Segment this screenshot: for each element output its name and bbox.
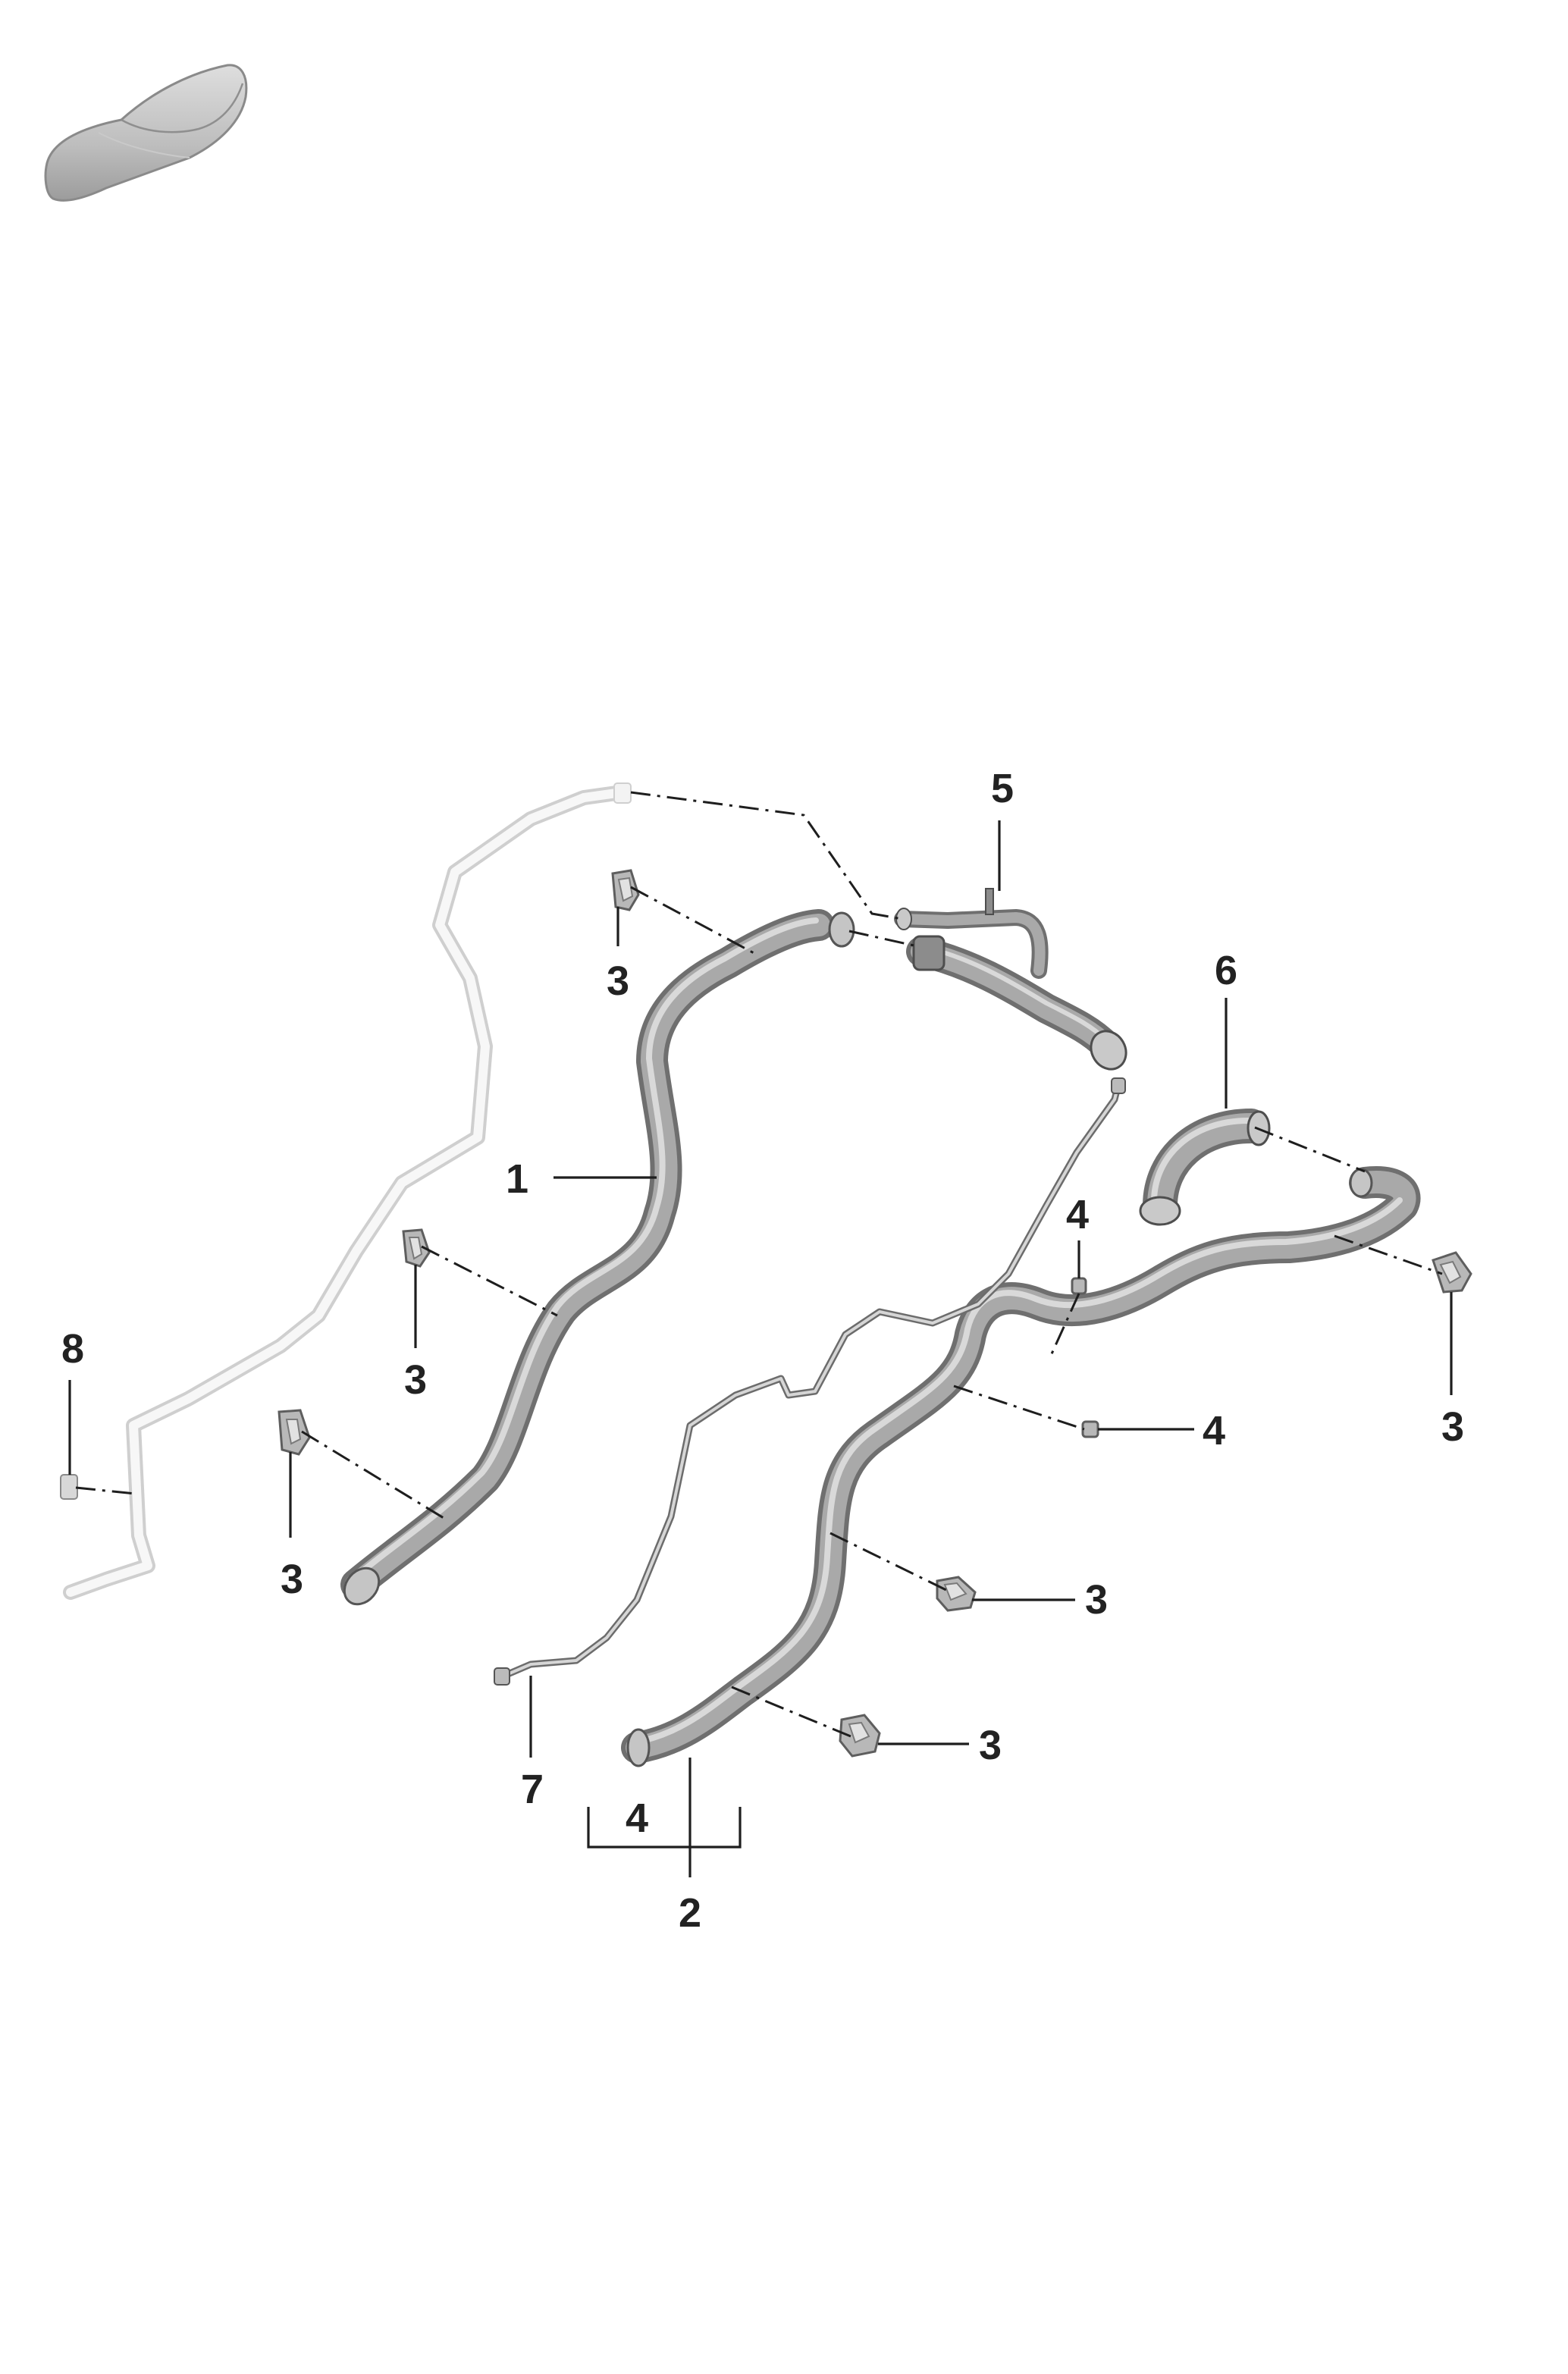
callouts: 1 5 6 3 3 3 3 3 3 4 4 7 8 4 2 [61, 766, 1464, 1936]
callout-3-bottom-right: 3 [979, 1723, 1002, 1768]
callout-3-right: 3 [1441, 1404, 1464, 1450]
callout-6: 6 [1215, 948, 1237, 993]
callout-3-mid-right: 3 [1085, 1577, 1108, 1623]
callout-3-top: 3 [607, 958, 629, 1004]
clip-3-mid-right [936, 1576, 977, 1612]
assembly-lines [75, 791, 1443, 1738]
callout-4-top: 4 [1066, 1192, 1089, 1237]
leader-lines [68, 820, 1453, 1877]
coolant-hose-5 [894, 888, 1127, 1071]
clip-3-upper-left [402, 1228, 431, 1268]
coolant-pipe-7 [494, 1077, 1126, 1686]
clip-3-bottom-right [839, 1714, 881, 1758]
callout-4-mid: 4 [1203, 1408, 1225, 1454]
clip-8 [60, 1474, 78, 1500]
coolant-hose-1 [340, 909, 855, 1606]
callout-8: 8 [61, 1326, 84, 1372]
callout-2: 2 [679, 1890, 701, 1936]
clip-3-lower-left [278, 1409, 311, 1456]
callout-3-lower-left: 3 [281, 1557, 303, 1602]
coolant-hose-6 [1139, 1109, 1271, 1226]
callout-1: 1 [506, 1156, 528, 1202]
callout-7: 7 [521, 1767, 544, 1812]
clip-4-mid [1081, 1420, 1099, 1438]
clip-4-top [1071, 1277, 1087, 1295]
callout-4-bracket: 4 [626, 1795, 648, 1841]
clip-3-right [1432, 1251, 1472, 1294]
callout-3-upper-left: 3 [404, 1357, 427, 1403]
callout-5: 5 [991, 766, 1014, 811]
clip-3-top [611, 869, 640, 911]
car-silhouette-icon [44, 64, 248, 202]
ghost-hose-8 [63, 782, 632, 1600]
coolant-hose-2 [621, 1166, 1421, 1767]
